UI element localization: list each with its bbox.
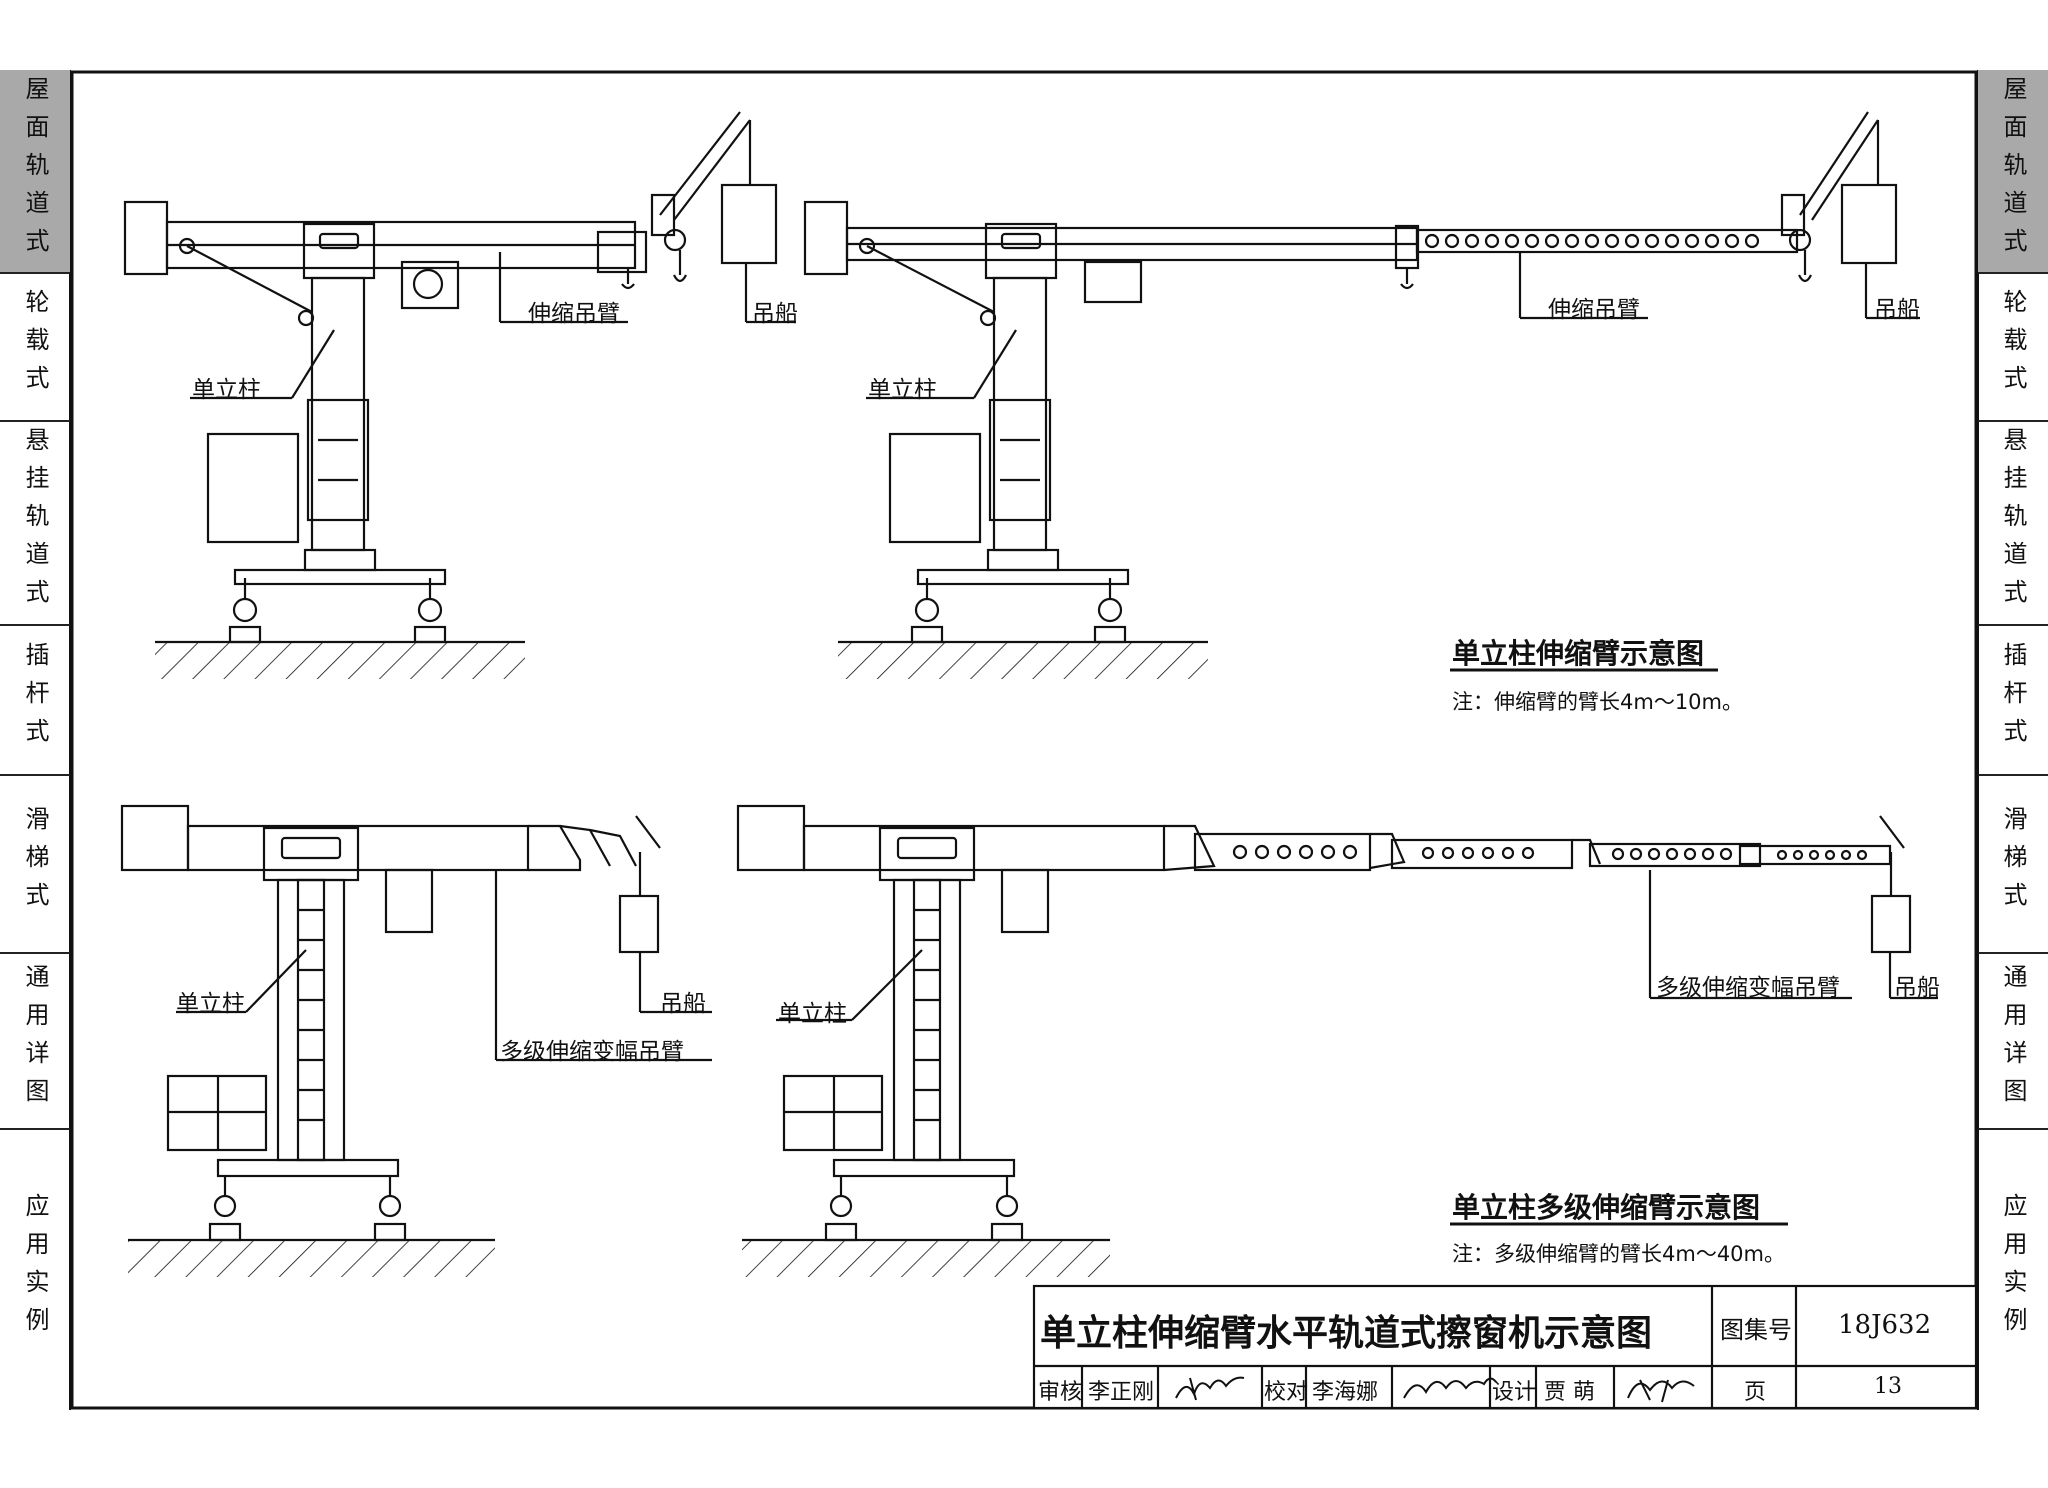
signature-designer xyxy=(1627,1379,1695,1403)
label-boom-bottom-right: 多级伸缩变幅吊臂 xyxy=(1656,975,1840,1001)
sidebar-left-tab-suspended-rail[interactable]: 悬挂轨道式 xyxy=(0,420,70,626)
sidebar-left-tab-wheeled[interactable]: 轮载式 xyxy=(0,272,70,422)
label-gondola-bottom-right: 吊船 xyxy=(1894,975,1940,1001)
sheet-frame xyxy=(70,70,1978,1410)
sidebar-left-tab-slide[interactable]: 滑梯式 xyxy=(0,774,70,954)
label-gondola-bottom-left: 吊船 xyxy=(660,991,706,1017)
review-label: 审核 xyxy=(1038,1380,1083,1405)
label-boom-bottom-left: 多级伸缩变幅吊臂 xyxy=(500,1039,684,1065)
label-gondola-top-right: 吊船 xyxy=(1874,297,1920,323)
design-label: 设计 xyxy=(1492,1380,1537,1405)
label-column-bottom-right: 单立柱 xyxy=(778,1001,847,1027)
label-column-top-left: 单立柱 xyxy=(192,377,261,403)
page-label: 页 xyxy=(1744,1380,1767,1405)
designer-name: 贾 萌 xyxy=(1544,1380,1595,1405)
signature-reviewer xyxy=(1175,1376,1245,1401)
machine-top-right xyxy=(803,111,1898,679)
signatures xyxy=(1175,1376,1695,1403)
label-column-top-right: 单立柱 xyxy=(868,377,937,403)
sidebar-right-tab-examples[interactable]: 应用实例 xyxy=(1999,1193,2027,1345)
sheet-title: 单立柱伸缩臂水平轨道式擦窗机示意图 xyxy=(1040,1313,1653,1354)
atlas-label: 图集号 xyxy=(1720,1316,1792,1344)
sidebar-right: 屋面轨道式 轮载式 悬挂轨道式 插杆式 滑梯式 通用详图 应用实例 xyxy=(1978,70,2048,1410)
checker-name: 李海娜 xyxy=(1312,1380,1379,1405)
sidebar-right-tab-general-details[interactable]: 通用详图 xyxy=(1978,952,2048,1130)
label-gondola-top-left: 吊船 xyxy=(752,301,798,327)
sidebar-right-tab-plug-rod[interactable]: 插杆式 xyxy=(1978,624,2048,776)
caption-bottom: 单立柱多级伸缩臂示意图 xyxy=(1452,1191,1761,1224)
note-top: 注：伸缩臂的臂长4m～10m。 xyxy=(1452,690,1743,714)
sidebar-left-tab-roof-rail[interactable]: 屋面轨道式 xyxy=(0,70,70,274)
page-number: 13 xyxy=(1874,1374,1902,1399)
sidebar-right-tab-suspended-rail[interactable]: 悬挂轨道式 xyxy=(1978,420,2048,626)
label-column-bottom-left: 单立柱 xyxy=(176,991,245,1017)
note-bottom: 注：多级伸缩臂的臂长4m～40m。 xyxy=(1452,1242,1785,1266)
caption-top: 单立柱伸缩臂示意图 xyxy=(1452,637,1705,670)
machine-top-left xyxy=(123,111,778,679)
sidebar-right-tab-wheeled[interactable]: 轮载式 xyxy=(1978,272,2048,422)
check-label: 校对 xyxy=(1264,1380,1309,1405)
sidebar-left-tab-examples[interactable]: 应用实例 xyxy=(21,1193,49,1345)
sidebar-left-tab-plug-rod[interactable]: 插杆式 xyxy=(0,624,70,776)
sidebar-left-tab-general-details[interactable]: 通用详图 xyxy=(0,952,70,1130)
atlas-number: 18J632 xyxy=(1838,1310,1932,1340)
sidebar-right-tab-roof-rail[interactable]: 屋面轨道式 xyxy=(1978,70,2048,274)
reviewer-name: 李正刚 xyxy=(1088,1380,1155,1405)
machine-bottom-left xyxy=(120,804,661,1277)
sidebar-left: 屋面轨道式 轮载式 悬挂轨道式 插杆式 滑梯式 通用详图 应用实例 xyxy=(0,70,70,1410)
label-boom-top-right: 伸缩吊臂 xyxy=(1548,297,1640,323)
sidebar-right-tab-slide[interactable]: 滑梯式 xyxy=(1978,774,2048,954)
title-block-frame xyxy=(1032,1284,1978,1410)
machine-bottom-right xyxy=(736,804,1912,1277)
signature-checker xyxy=(1403,1377,1497,1399)
label-boom-top-left: 伸缩吊臂 xyxy=(528,301,620,327)
